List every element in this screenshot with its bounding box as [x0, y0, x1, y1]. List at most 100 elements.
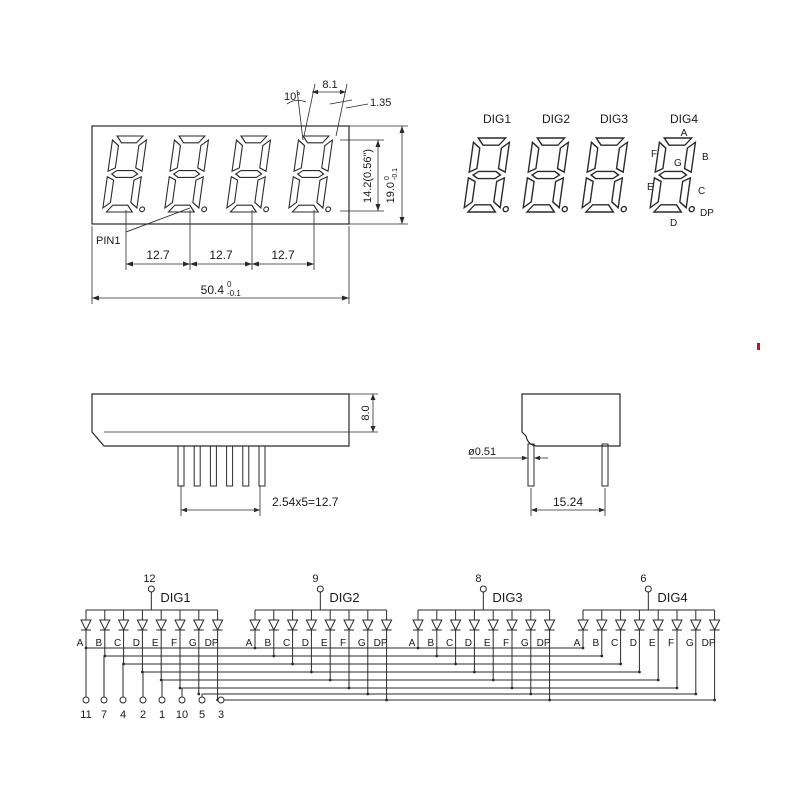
segment-label: DP — [537, 638, 551, 649]
segment-pin-number: 5 — [199, 709, 205, 721]
led-diode — [249, 619, 261, 632]
segment-label: D — [630, 638, 637, 649]
segment-pin-number: 7 — [101, 709, 107, 721]
seg-e — [649, 176, 662, 210]
segment-label: B — [592, 638, 599, 649]
seg-d — [584, 204, 615, 213]
seg-f — [293, 138, 306, 173]
seg-d — [229, 204, 258, 213]
digit-name-label: DIG2 — [329, 590, 359, 605]
segment-label: G — [686, 638, 694, 649]
led-diode — [380, 619, 393, 632]
common-pin-node — [147, 585, 155, 593]
segment-label-c: C — [698, 186, 705, 197]
seg-dp — [688, 205, 696, 213]
side-pin — [258, 445, 266, 487]
seg-a — [178, 135, 207, 144]
segment-pin-number: 10 — [176, 709, 188, 721]
side-pin — [193, 445, 201, 487]
segment-pin-number: 4 — [120, 709, 126, 721]
seg-c — [611, 176, 624, 210]
segment-label: B — [264, 638, 271, 649]
seg-a — [240, 135, 269, 144]
seg-g — [110, 170, 139, 178]
led-diode — [614, 619, 627, 632]
led-diode — [689, 619, 702, 632]
key-digit-1 — [463, 137, 511, 213]
seg-dp — [201, 206, 208, 213]
segment-width-label: 8.1 — [322, 79, 337, 91]
slant-angle-label: 10° — [284, 91, 301, 103]
seg-d — [652, 204, 683, 213]
seg-c — [493, 176, 506, 210]
seg-b — [197, 138, 210, 173]
seg-dp — [139, 206, 146, 213]
segment-label: DP — [205, 638, 219, 649]
common-pin-number: 8 — [475, 573, 481, 585]
segment-label: F — [340, 638, 346, 649]
seg-d — [525, 204, 556, 213]
led-diode — [98, 619, 111, 632]
key-label-dig3: DIG3 — [600, 112, 628, 126]
segment-pin-node — [82, 696, 90, 704]
key-digits — [463, 137, 697, 213]
total-height-tol-minus: -0.1 — [392, 168, 399, 180]
seg-a — [476, 137, 508, 146]
key-digit-2 — [522, 137, 570, 213]
seg-f — [468, 140, 481, 174]
segment-label: B — [95, 638, 102, 649]
segment-label-a: A — [681, 128, 688, 139]
display-body-outline — [91, 125, 350, 225]
led-diode — [174, 619, 186, 632]
led-diode — [506, 619, 518, 632]
seg-e — [581, 176, 594, 210]
seg-a — [302, 135, 331, 144]
segment-label: E — [321, 638, 328, 649]
segment-slant-dimensions: 8.1 10° 1.35 — [284, 79, 391, 141]
side-pins — [177, 445, 266, 487]
led-diode — [487, 619, 500, 632]
seg-d — [105, 204, 134, 213]
segment-label: F — [171, 638, 177, 649]
digit-height-label: 14.2(0.56") — [362, 149, 374, 203]
side-pin — [177, 445, 185, 487]
thickness-label: 8.0 — [360, 405, 372, 420]
seg-f — [654, 140, 667, 174]
segment-label: A — [246, 638, 253, 649]
led-diode — [577, 619, 589, 632]
segment-label: C — [446, 638, 453, 649]
led-diode — [430, 619, 443, 632]
led-diode — [192, 619, 205, 632]
seg-dp — [561, 205, 569, 213]
total-width-dimension: 50.4 0 -0.1 — [91, 226, 350, 304]
key-digit-4 — [649, 137, 697, 213]
seg-e — [226, 175, 239, 210]
segment-label: D — [133, 638, 140, 649]
seg-dp — [620, 205, 628, 213]
digit-name-label: DIG3 — [492, 590, 522, 605]
front-digit-4 — [288, 135, 334, 213]
seg-c — [192, 175, 204, 210]
segment-label: D — [302, 638, 309, 649]
led-diode — [343, 619, 355, 632]
segment-label-f: F — [651, 149, 657, 160]
led-diode — [449, 619, 462, 632]
segment-label: DP — [374, 638, 388, 649]
total-width-label: 50.4 — [201, 283, 225, 297]
seg-e — [288, 175, 301, 210]
end-body-outline — [521, 393, 621, 447]
seg-f — [107, 138, 120, 173]
front-digits — [102, 135, 334, 213]
seg-a — [662, 137, 694, 146]
red-marker — [757, 343, 760, 350]
side-body-outline — [91, 393, 350, 447]
pin-diameter-label: ø0.51 — [468, 446, 496, 458]
led-diode — [595, 619, 608, 632]
segment-label-dp: DP — [700, 208, 714, 219]
segment-label: B — [427, 638, 434, 649]
led-diode — [524, 619, 537, 632]
segment-pin-number: 2 — [140, 709, 146, 721]
